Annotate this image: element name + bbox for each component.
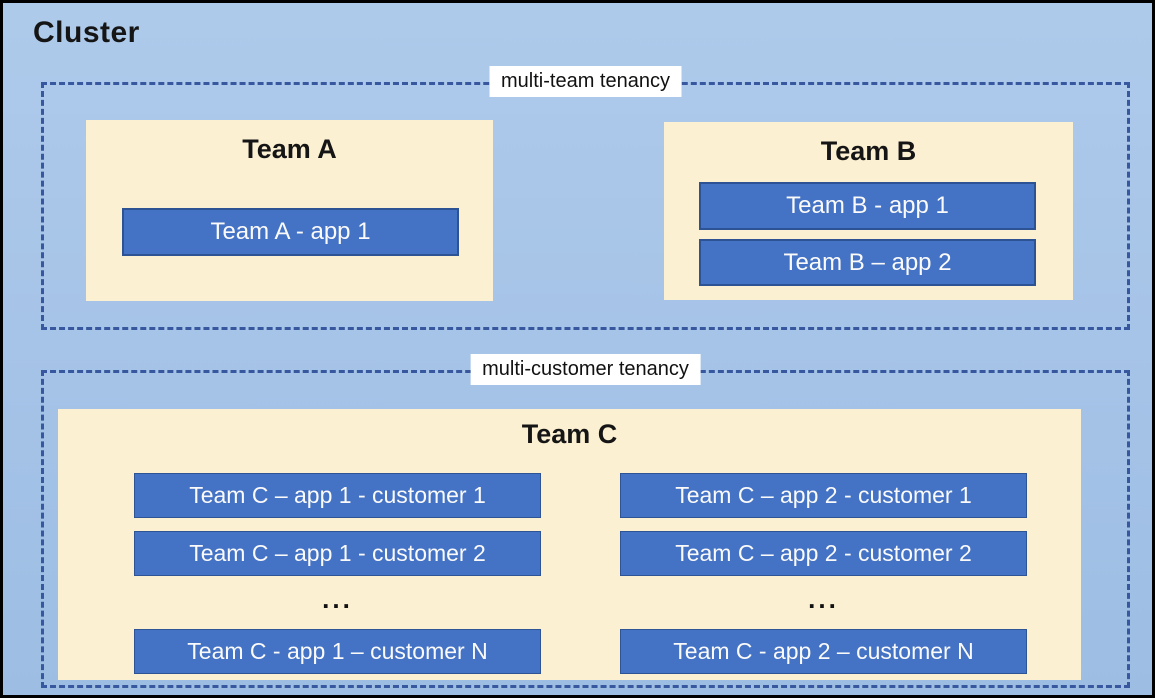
multi-customer-tenancy-zone: multi-customer tenancy	[41, 354, 1130, 688]
multi-customer-tenancy-label: multi-customer tenancy	[470, 354, 701, 385]
team-c-app-1-customer-2-box: Team C – app 1 - customer 2	[134, 531, 541, 576]
multi-team-tenancy-label: multi-team tenancy	[489, 66, 682, 97]
team-c-app-2-ellipsis: ...	[808, 584, 839, 614]
team-a-box: Team A Team A - app 1	[86, 120, 493, 301]
team-b-app-2-box: Team B – app 2	[699, 239, 1036, 286]
team-c-app-2-column: Team C – app 2 - customer 1 Team C – app…	[620, 473, 1027, 687]
team-c-title: Team C	[521, 419, 618, 449]
team-b-box: Team B Team B - app 1 Team B – app 2	[664, 122, 1073, 300]
team-a-title: Team A	[242, 134, 337, 164]
cluster-title: Cluster	[33, 16, 140, 49]
multi-team-tenancy-zone: multi-team tenancy	[41, 66, 1130, 330]
team-c-app-1-ellipsis: ...	[322, 584, 353, 614]
team-b-app-1-box: Team B - app 1	[699, 182, 1036, 230]
team-b-title: Team B	[820, 136, 917, 166]
team-c-app-1-column: Team C – app 1 - customer 1 Team C – app…	[134, 473, 541, 687]
team-c-app-2-customer-n-box: Team C - app 2 – customer N	[620, 629, 1027, 674]
team-c-app-1-customer-n-box: Team C - app 1 – customer N	[134, 629, 541, 674]
team-c-app-2-customer-1-box: Team C – app 2 - customer 1	[620, 473, 1027, 518]
team-c-app-2-customer-2-box: Team C – app 2 - customer 2	[620, 531, 1027, 576]
team-c-box: Team C Team C – app 1 - customer 1 Team …	[58, 409, 1081, 680]
team-a-app-1-box: Team A - app 1	[122, 208, 459, 256]
team-c-app-1-customer-1-box: Team C – app 1 - customer 1	[134, 473, 541, 518]
